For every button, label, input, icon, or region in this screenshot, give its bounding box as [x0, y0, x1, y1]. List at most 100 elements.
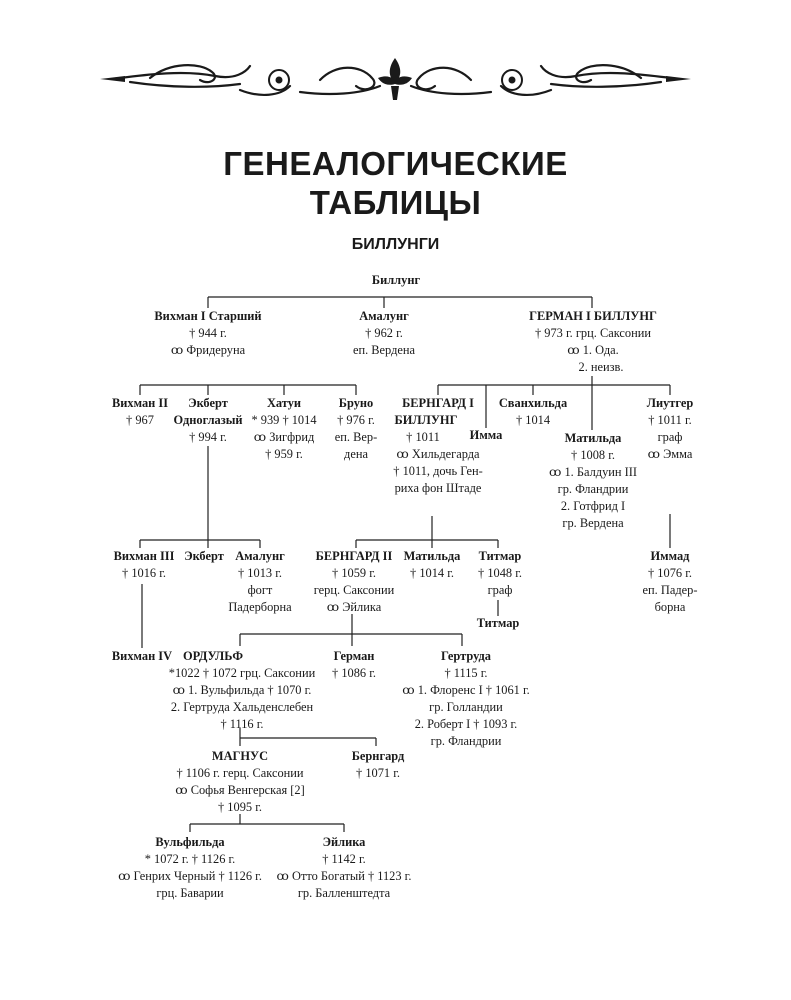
person-detail: ꝏ Эмма	[647, 447, 693, 461]
person-detail: † 1086 г.	[332, 666, 376, 680]
person-name: Лиутгер	[646, 396, 694, 410]
person-name: Амалунг	[359, 309, 409, 323]
person-detail: ꝏ 1. Балдуин III	[548, 465, 638, 479]
person-detail: гр. Голландии	[429, 700, 503, 714]
person-wichmann-3: Вихман III † 1016 г.	[114, 548, 175, 582]
person-detail: † 944 г.	[189, 326, 227, 340]
person-detail: † 967	[126, 413, 154, 427]
person-detail: гр. Балленштедта	[297, 886, 391, 900]
person-name: Вихман I Старший	[154, 309, 262, 323]
person-mathilde-1: Матильда † 1008 г. ꝏ 1. Балдуин III гр. …	[549, 430, 637, 532]
person-detail: † 1016 г.	[122, 566, 166, 580]
person-ordulf: ОРДУЛЬФ *1022 † 1072 грц. Саксонии ꝏ 1. …	[169, 648, 315, 733]
person-detail: ꝏ Хильдегарда	[396, 447, 480, 461]
person-name: Вульфильда	[155, 835, 225, 849]
person-detail: 2. Готфрид I	[560, 499, 626, 513]
person-detail: гр. Фландрии	[430, 734, 502, 748]
person-immad: Иммад † 1076 г. еп. Падер- борна	[643, 548, 698, 616]
person-wichmann-1: Вихман I Старший † 944 г. ꝏ Фридеруна	[154, 308, 261, 359]
person-thietmar-2: Титмар	[476, 616, 520, 630]
person-detail: граф	[657, 430, 683, 444]
floral-divider-ornament-icon	[100, 58, 691, 100]
person-liutger: Лиутгер † 1011 г. граф ꝏ Эмма	[647, 395, 694, 463]
person-detail: † 1013 г.	[238, 566, 282, 580]
person-detail: ꝏ 1. Ода.	[567, 343, 619, 357]
person-detail: еп. Вердена	[352, 343, 416, 357]
person-detail: † 1115 г.	[444, 666, 488, 680]
person-detail: † 1095 г.	[218, 800, 262, 814]
person-ekbert-2: Экберт	[184, 548, 224, 565]
person-name: Амалунг	[235, 549, 285, 563]
person-detail: † 1059 г.	[332, 566, 376, 580]
person-bernhard-1: БЕРНГАРД I БИЛЛУНГ † 1011 ꝏ Хильдегарда …	[393, 395, 482, 497]
person-name: БЕРНГАРД I	[402, 396, 474, 410]
person-detail: ꝏ Фридеруна	[170, 343, 246, 357]
person-detail: ꝏ Генрих Черный † 1126 г.	[118, 869, 262, 883]
person-bernhard-2: БЕРНГАРД II † 1059 г. герц. Саксонии ꝏ Э…	[314, 548, 395, 616]
person-name: Биллунг	[371, 273, 421, 287]
person-detail: граф	[487, 583, 513, 597]
person-epithet: БИЛЛУНГ	[394, 413, 458, 427]
person-magnus: МАГНУС † 1106 г. герц. Саксонии ꝏ Софья …	[175, 748, 305, 816]
person-imma: Имма	[469, 428, 503, 442]
person-detail: † 973 г. грц. Саксонии	[534, 326, 652, 340]
person-detail: 2. Гертруда Хальденслебен	[170, 700, 314, 714]
person-name: Бруно	[338, 396, 374, 410]
person-name: Вихман III	[113, 549, 175, 563]
person-name: Бернгард	[351, 749, 405, 763]
person-name: Гертруда	[440, 649, 491, 663]
person-detail: риха фон Штаде	[394, 481, 482, 495]
person-eilika: Эйлика † 1142 г. ꝏ Отто Богатый † 1123 г…	[277, 834, 412, 902]
person-detail: † 1048 г.	[478, 566, 522, 580]
person-detail: † 1116 г.	[220, 717, 264, 731]
person-detail: † 1011	[406, 430, 440, 444]
person-detail: † 1142 г.	[322, 852, 366, 866]
page-title: ГЕНЕАЛОГИЧЕСКИЕ ТАБЛИЦЫ	[0, 144, 791, 222]
family-title: БИЛЛУНГИ	[351, 236, 440, 253]
person-name: Эйлика	[322, 835, 366, 849]
person-detail: 2. неизв.	[578, 360, 624, 374]
person-detail: еп. Падер-	[642, 583, 698, 597]
person-gertrude: Гертруда † 1115 г. ꝏ 1. Флоренс I † 1061…	[402, 648, 530, 750]
person-name: Матильда	[403, 549, 461, 563]
person-detail: ꝏ Зигфрид	[253, 430, 315, 444]
person-detail: ꝏ 1. Вульфильда † 1070 г.	[172, 683, 312, 697]
person-hatui: Хатуи * 939 † 1014 ꝏ Зигфрид † 959 г.	[251, 395, 316, 463]
person-detail: † 1014 г.	[410, 566, 454, 580]
person-detail: еп. Вер-	[334, 430, 378, 444]
person-bruno: Бруно † 976 г. еп. Вер- дена	[335, 395, 377, 463]
person-name: ГЕРМАН I БИЛЛУНГ	[529, 309, 657, 323]
person-detail: *1022 † 1072 грц. Саксонии	[168, 666, 316, 680]
person-mathilde-2: Матильда † 1014 г.	[404, 548, 461, 582]
person-detail: герц. Саксонии	[313, 583, 395, 597]
person-detail: грц. Баварии	[156, 886, 224, 900]
person-detail: † 994 г.	[189, 430, 227, 444]
person-detail: гр. Вердена	[562, 516, 624, 530]
person-wichmann-2: Вихман II † 967	[112, 395, 168, 429]
person-name: Вихман II	[111, 396, 169, 410]
person-hermann-2: Герман † 1086 г.	[332, 648, 376, 682]
person-name: ОРДУЛЬФ	[182, 649, 244, 663]
person-detail: † 1106 г. герц. Саксонии	[176, 766, 304, 780]
person-detail: дена	[344, 447, 368, 461]
person-name: Герман	[333, 649, 375, 663]
person-detail: Падерборна	[228, 600, 292, 614]
person-detail: 2. Роберт I † 1093 г.	[414, 717, 518, 731]
person-detail: борна	[654, 600, 686, 614]
person-name: Хатуи	[266, 396, 302, 410]
person-name: МАГНУС	[211, 749, 269, 763]
person-detail: † 1076 г.	[648, 566, 692, 580]
page-title-line-2: ТАБЛИЦЫ	[309, 184, 482, 221]
person-detail: † 959 г.	[265, 447, 303, 461]
person-amalung-2: Амалунг † 1013 г. фогт Падерборна	[228, 548, 291, 616]
person-detail: * 1072 г. † 1126 г.	[144, 852, 236, 866]
person-name: БЕРНГАРД II	[315, 549, 393, 563]
person-name: Иммад	[650, 549, 690, 563]
person-detail: † 962 г.	[365, 326, 403, 340]
person-detail: † 1011, дочь Ген-	[393, 464, 483, 478]
person-name: Матильда	[564, 431, 622, 445]
page-title-line-1: ГЕНЕАЛОГИЧЕСКИЕ	[223, 145, 568, 182]
person-thietmar-1: Титмар † 1048 г. граф	[478, 548, 522, 599]
person-detail: ꝏ Эйлика	[326, 600, 382, 614]
